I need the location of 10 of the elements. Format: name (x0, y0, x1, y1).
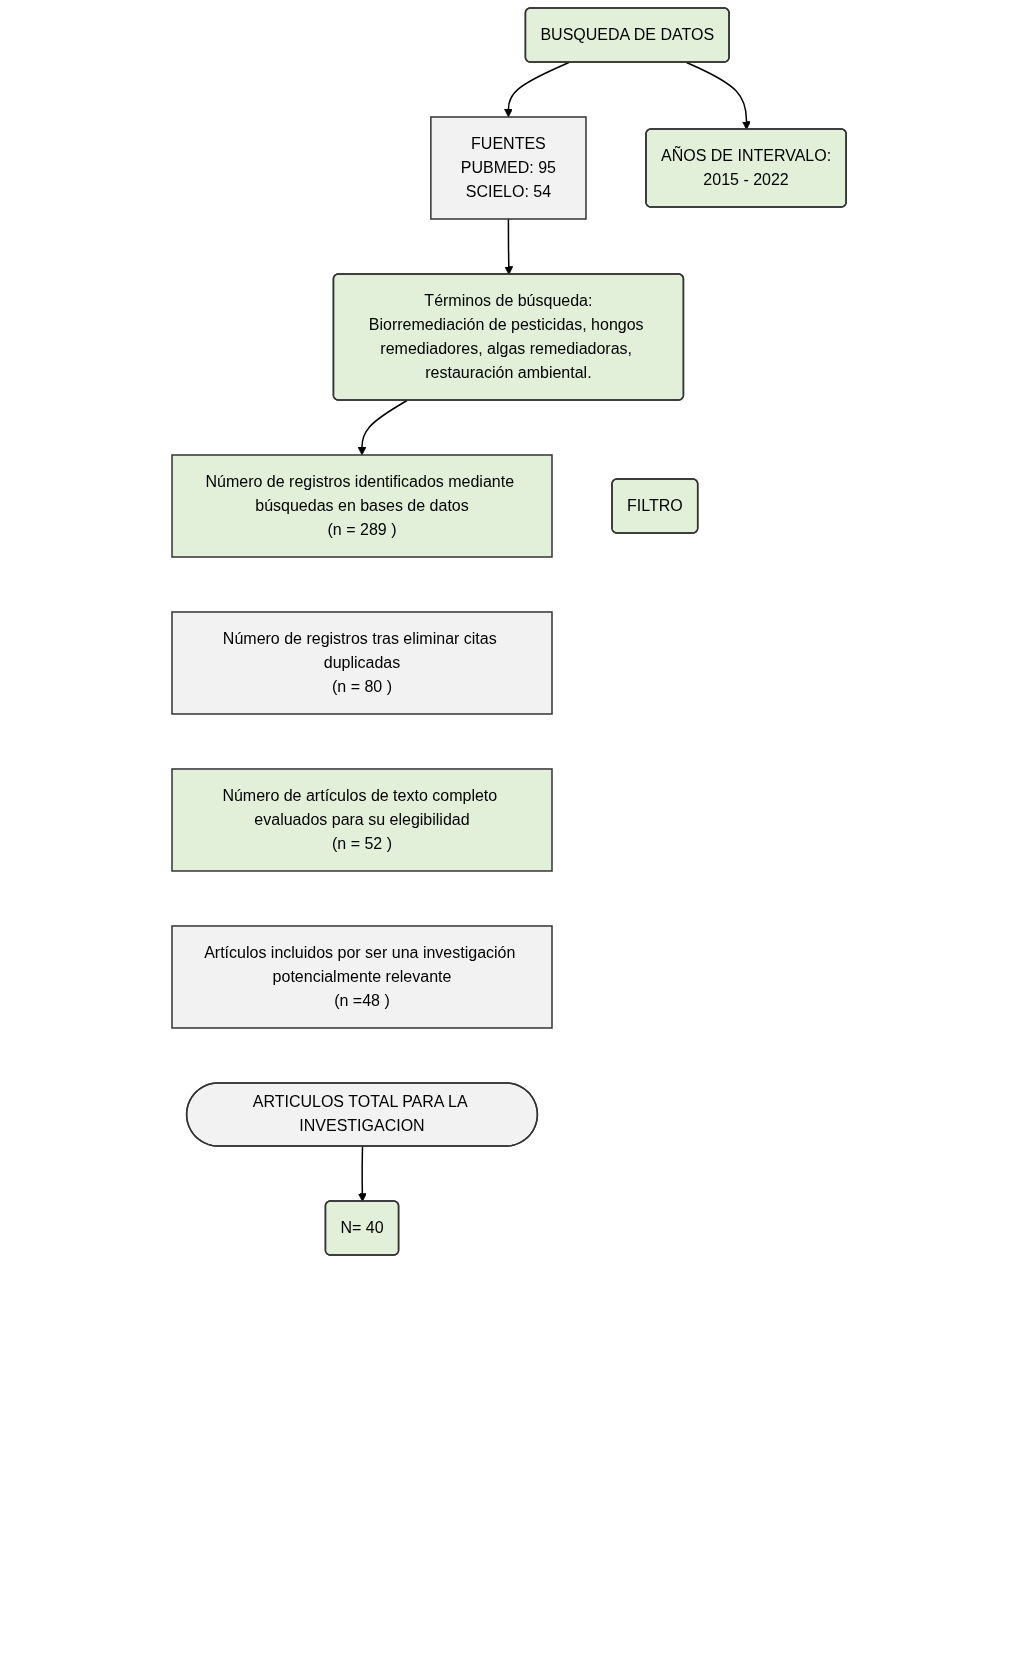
node-box: Número de registros identificados mediante búsquedas en bases de datos (n = 289 ) (171, 454, 554, 558)
arrow (358, 399, 409, 456)
arrow (504, 218, 514, 275)
node-box: FUENTES PUBMED: 95 SCIELO: 54 (430, 116, 588, 220)
arrow (686, 61, 752, 130)
arrow (358, 1145, 368, 1202)
node-box: Número de registros tras eliminar citas duplicadas (n = 80 ) (171, 611, 554, 715)
arrow (504, 61, 571, 118)
node-box: Artículos incluidos por ser una investigación potencialmente relevante (n =48 ) (171, 925, 554, 1029)
node-box: Número de artículos de texto completo evaluados para su elegibilidad (n = 52 ) (171, 768, 554, 872)
